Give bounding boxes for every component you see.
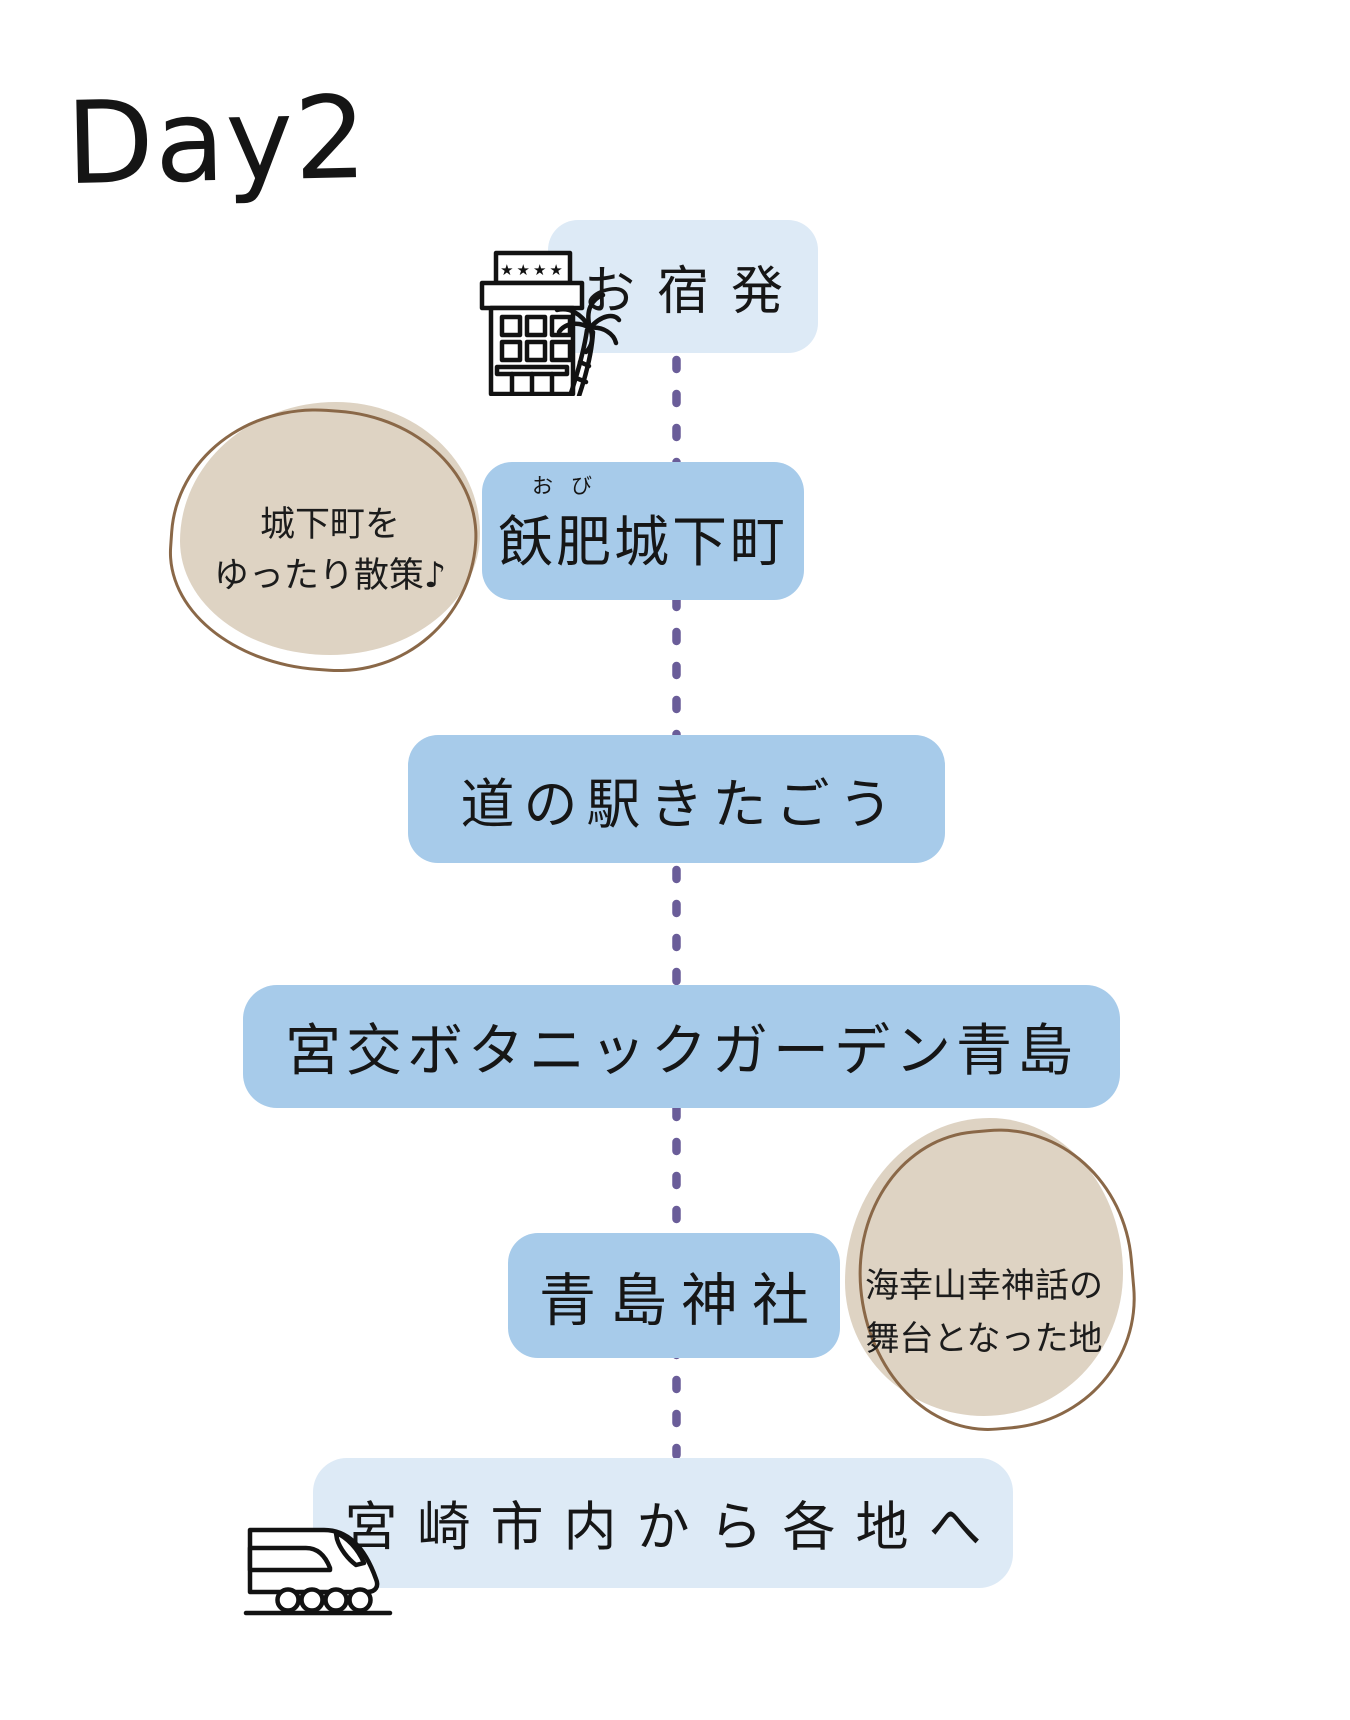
note-blob-fill — [180, 402, 480, 655]
stop-inn-departure-label: お宿発 — [582, 262, 805, 322]
hotel-stars: ★★★★ — [500, 261, 566, 279]
stop-kitago-label: 道の駅きたごう — [460, 772, 902, 836]
note-blob-fill — [845, 1118, 1123, 1416]
hotel-sign — [493, 250, 573, 286]
note-umisachi-text: 海幸山幸神話の 舞台となった地 — [845, 1118, 1123, 1416]
stop-obi-castle-town: おび 飫肥城下町 — [482, 462, 804, 600]
note-line: 海幸山幸神話の — [865, 1266, 1103, 1307]
train-windshield — [333, 1530, 367, 1568]
stop-botanic-garden-aoshima: 宮交ボタニックガーデン青島 — [243, 985, 1120, 1108]
palm-tree — [554, 292, 622, 396]
note-umisachi-yamasachi: 海幸山幸神話の 舞台となった地 — [845, 1117, 1147, 1442]
hotel-with-palm-icon: ★★★★ — [479, 250, 622, 396]
stop-botanic-garden-label: 宮交ボタニックガーデン青島 — [285, 1019, 1078, 1084]
train-window-stripe — [247, 1545, 333, 1573]
stop-inn-departure: お宿発 — [548, 220, 818, 353]
note-castle-town-text: 城下町を ゆったり散策♪ — [180, 402, 480, 655]
note-line: 城下町を — [259, 504, 400, 545]
stop-miyazaki-departure: 宮崎市内から各地へ — [313, 1458, 1013, 1588]
stop-michinoeki-kitago: 道の駅きたごう — [408, 735, 945, 863]
stop-miyazaki-departure-label: 宮崎市内から各地へ — [344, 1497, 1002, 1558]
note-castle-town-stroll: 城下町を ゆったり散策♪ — [161, 398, 486, 682]
bullet-train-icon — [243, 1527, 393, 1616]
note-line: ゆったり散策♪ — [213, 555, 447, 596]
stop-aoshima-shrine: 青島神社 — [508, 1233, 840, 1358]
hotel-roof-band — [479, 280, 585, 311]
furigana-obi: おび — [532, 474, 610, 498]
note-line: 舞台となった地 — [865, 1319, 1103, 1359]
stop-aoshima-shrine-label: 青島神社 — [539, 1267, 823, 1334]
stop-obi-label: 飫肥城下町 — [497, 510, 788, 574]
